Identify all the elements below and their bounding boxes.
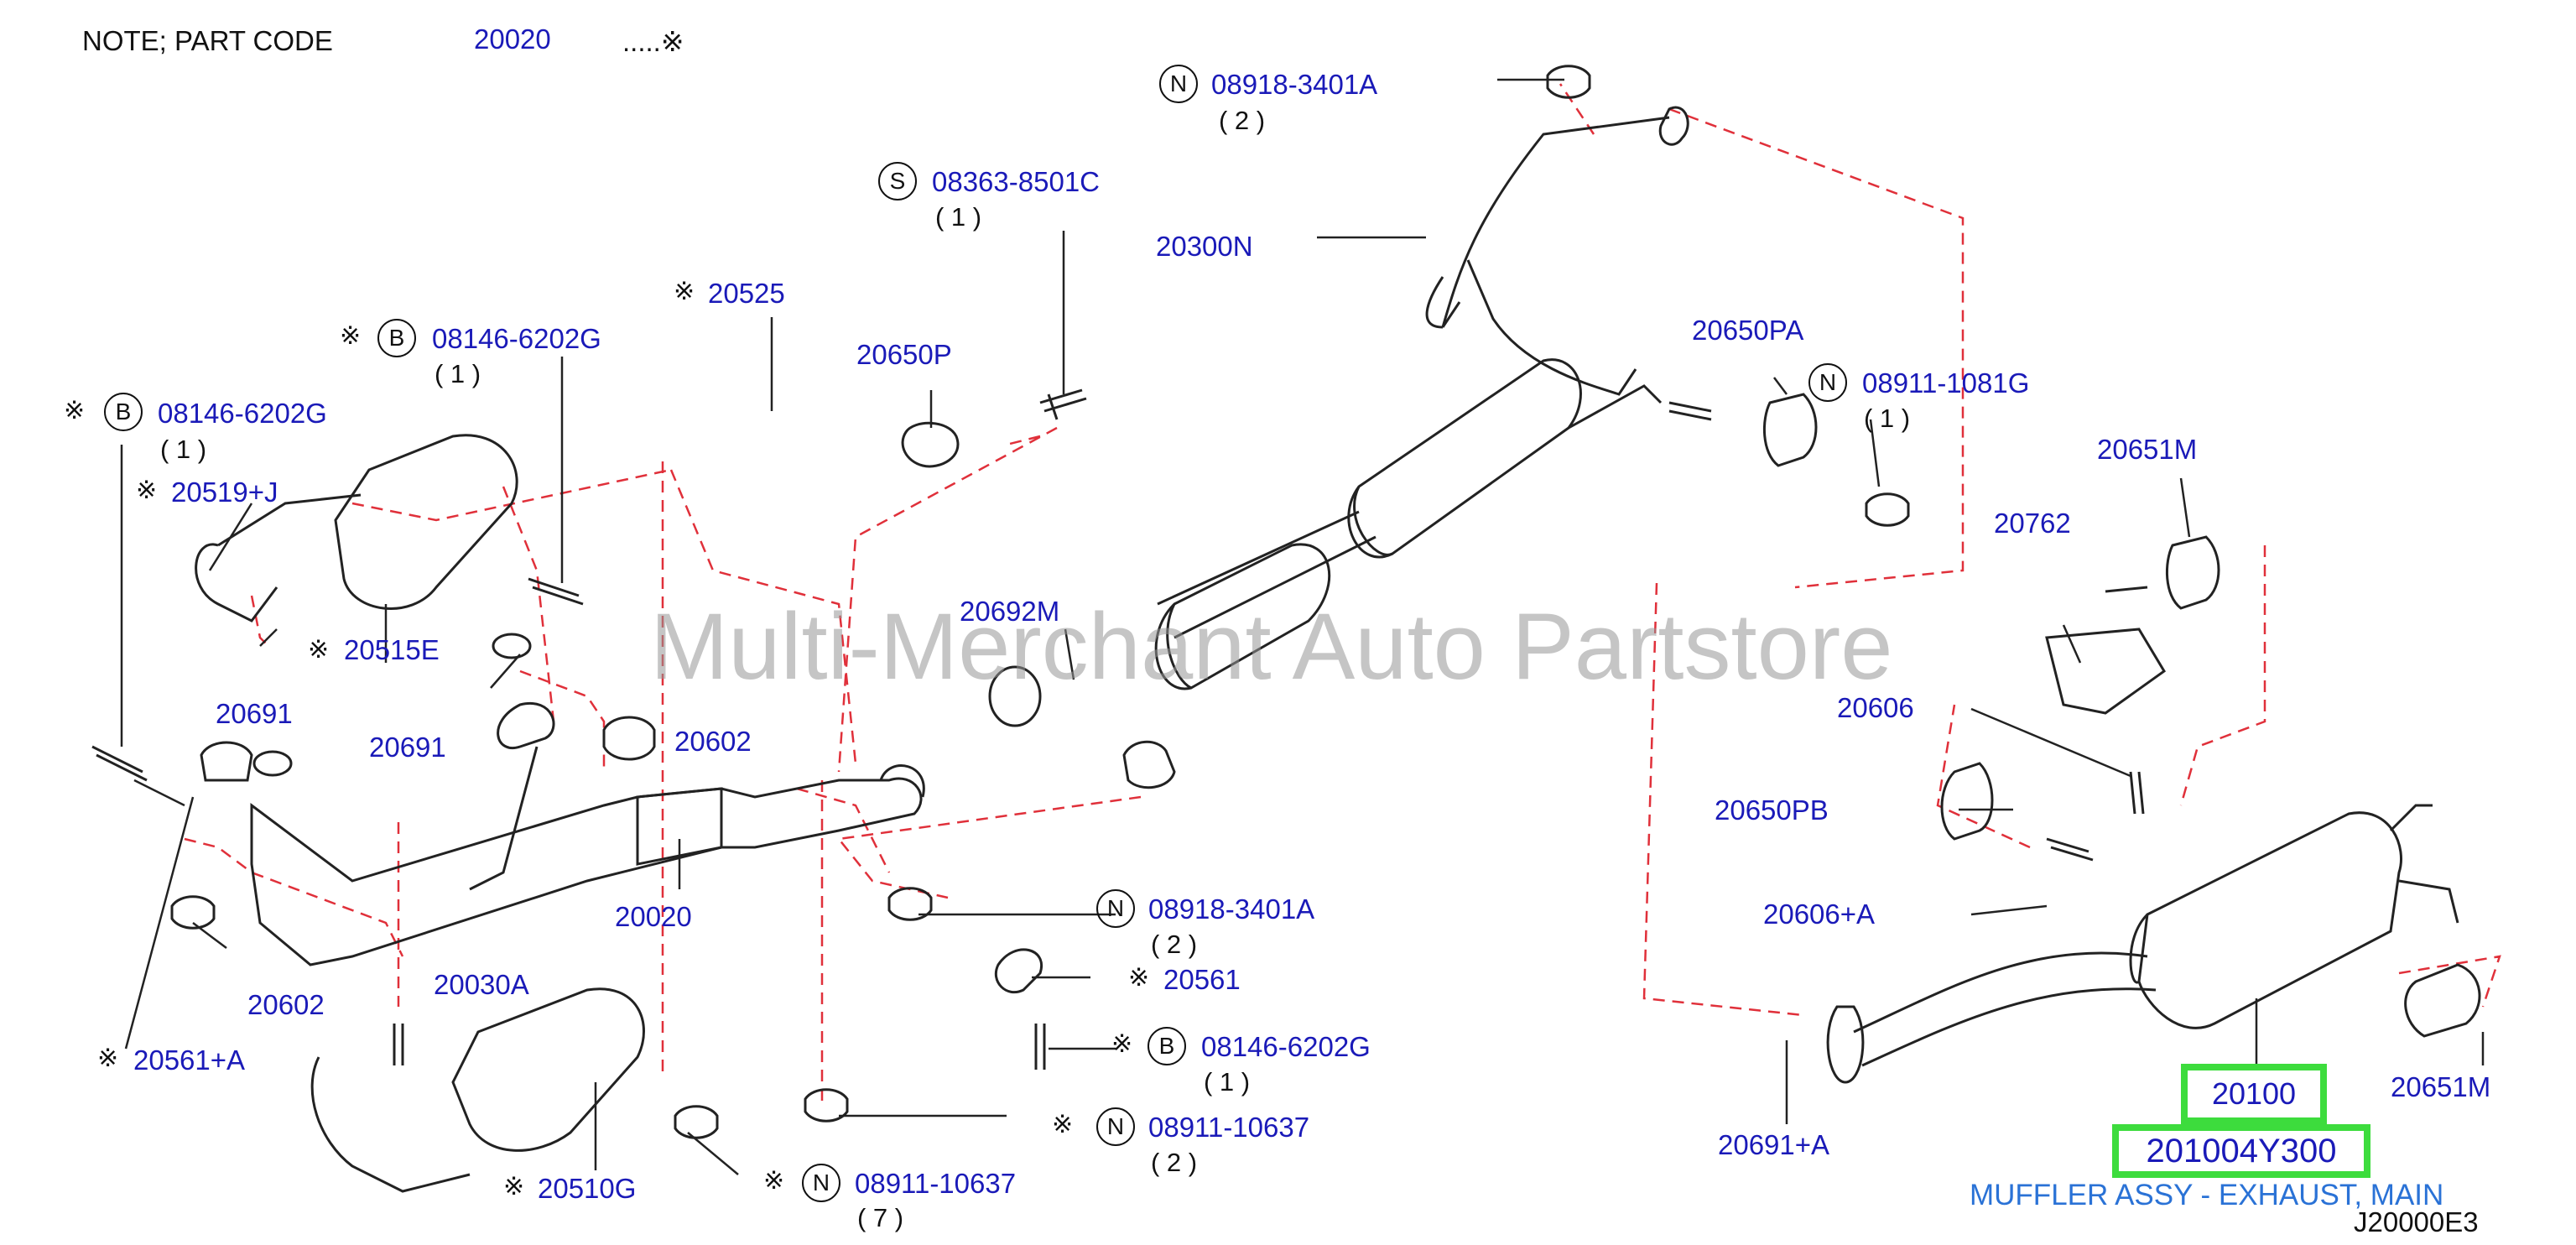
qty-08363-8501C: ( 1 ) xyxy=(935,202,982,232)
qty-08146-6202G-upper: ( 1 ) xyxy=(435,359,481,388)
badge-n: N xyxy=(1096,889,1135,928)
part-08146-6202G-lower[interactable]: 08146-6202G xyxy=(1201,1031,1371,1062)
badge-n: N xyxy=(1159,65,1198,103)
part-20650PB[interactable]: 20650PB xyxy=(1715,794,1829,826)
part-20561[interactable]: 20561 xyxy=(1163,964,1241,995)
part-20650PA[interactable]: 20650PA xyxy=(1692,315,1804,346)
part-20525[interactable]: 20525 xyxy=(708,278,785,309)
part-code-mark: ※ xyxy=(136,477,158,504)
part-20691A[interactable]: 20691+A xyxy=(1718,1129,1830,1160)
part-code-mark: ※ xyxy=(1128,964,1150,992)
part-20561A[interactable]: 20561+A xyxy=(133,1044,246,1076)
part-08911-1081G[interactable]: 08911-1081G xyxy=(1862,367,2030,399)
badge-n: N xyxy=(802,1164,840,1202)
part-20100: 20100 xyxy=(2211,1076,2297,1111)
note-label: NOTE; PART CODE xyxy=(82,25,333,56)
exhaust-parts xyxy=(91,65,2481,1193)
note-mark: .....※ xyxy=(622,26,684,57)
part-20691-b[interactable]: 20691 xyxy=(369,732,446,763)
part-20651M-top[interactable]: 20651M xyxy=(2097,434,2198,465)
part-20519J[interactable]: 20519+J xyxy=(171,477,278,508)
qty-08918-3401A-top: ( 2 ) xyxy=(1219,106,1266,135)
badge-b: B xyxy=(1147,1027,1186,1065)
part-20651M-bottom[interactable]: 20651M xyxy=(2391,1071,2491,1102)
part-08146-6202G-upper[interactable]: 08146-6202G xyxy=(432,323,601,354)
part-code-mark: ※ xyxy=(763,1167,785,1195)
note-part-code: 20020 xyxy=(474,23,551,55)
qty-08911-1081G: ( 1 ) xyxy=(1864,404,1911,433)
qty-08918-3401A-mid: ( 2 ) xyxy=(1151,930,1198,959)
badge-s: S xyxy=(878,162,917,201)
part-20691-a[interactable]: 20691 xyxy=(216,698,293,729)
watermark: Multi-Merchant Auto Partstore xyxy=(650,594,1893,699)
badge-n: N xyxy=(1808,363,1847,402)
qty-08911-10637-lower: ( 7 ) xyxy=(857,1203,904,1232)
highlight-20100[interactable]: 20100 xyxy=(2181,1064,2327,1124)
part-08363-8501C[interactable]: 08363-8501C xyxy=(932,166,1100,197)
part-20606[interactable]: 20606 xyxy=(1837,692,1914,723)
badge-n: N xyxy=(1096,1107,1135,1146)
part-20515E[interactable]: 20515E xyxy=(344,634,440,665)
part-20602-upper[interactable]: 20602 xyxy=(674,726,752,757)
part-code-mark: ※ xyxy=(340,322,362,350)
part-08918-3401A-top[interactable]: 08918-3401A xyxy=(1211,69,1378,100)
qty-08146-6202G-lower: ( 1 ) xyxy=(1204,1067,1251,1097)
diagram-code: J20000E3 xyxy=(2354,1206,2479,1237)
part-20510G[interactable]: 20510G xyxy=(538,1173,637,1204)
part-20692M[interactable]: 20692M xyxy=(960,596,1060,627)
part-code-mark: ※ xyxy=(503,1173,525,1201)
part-08911-10637-lower[interactable]: 08911-10637 xyxy=(855,1168,1017,1199)
part-code-mark: ※ xyxy=(1052,1111,1074,1138)
highlight-201004Y300[interactable]: 201004Y300 xyxy=(2112,1124,2370,1178)
part-20020[interactable]: 20020 xyxy=(615,901,692,932)
part-code-mark: ※ xyxy=(64,397,86,425)
part-20606A[interactable]: 20606+A xyxy=(1763,899,1876,930)
part-code-mark: ※ xyxy=(308,636,330,664)
qty-08146-6202G-left: ( 1 ) xyxy=(160,435,207,464)
part-20300N[interactable]: 20300N xyxy=(1156,231,1253,262)
badge-b: B xyxy=(104,393,143,431)
part-08146-6202G-left[interactable]: 08146-6202G xyxy=(158,398,327,429)
leader-lines xyxy=(120,78,2485,1175)
part-08911-10637-right[interactable]: 08911-10637 xyxy=(1148,1112,1310,1143)
part-20602-lower[interactable]: 20602 xyxy=(247,989,325,1020)
part-20650P[interactable]: 20650P xyxy=(856,339,952,370)
part-number-201004Y300: 201004Y300 xyxy=(2146,1133,2337,1169)
qty-08911-10637-right: ( 2 ) xyxy=(1151,1148,1198,1177)
muffler-description: MUFFLER ASSY - EXHAUST, MAIN xyxy=(1970,1179,2444,1211)
badge-b: B xyxy=(377,319,416,357)
part-20030A[interactable]: 20030A xyxy=(434,969,529,1000)
part-code-mark: ※ xyxy=(97,1044,119,1072)
part-20762[interactable]: 20762 xyxy=(1994,508,2071,539)
part-code-mark: ※ xyxy=(1111,1030,1133,1058)
part-08918-3401A-mid[interactable]: 08918-3401A xyxy=(1148,893,1315,925)
part-code-mark: ※ xyxy=(674,278,695,305)
